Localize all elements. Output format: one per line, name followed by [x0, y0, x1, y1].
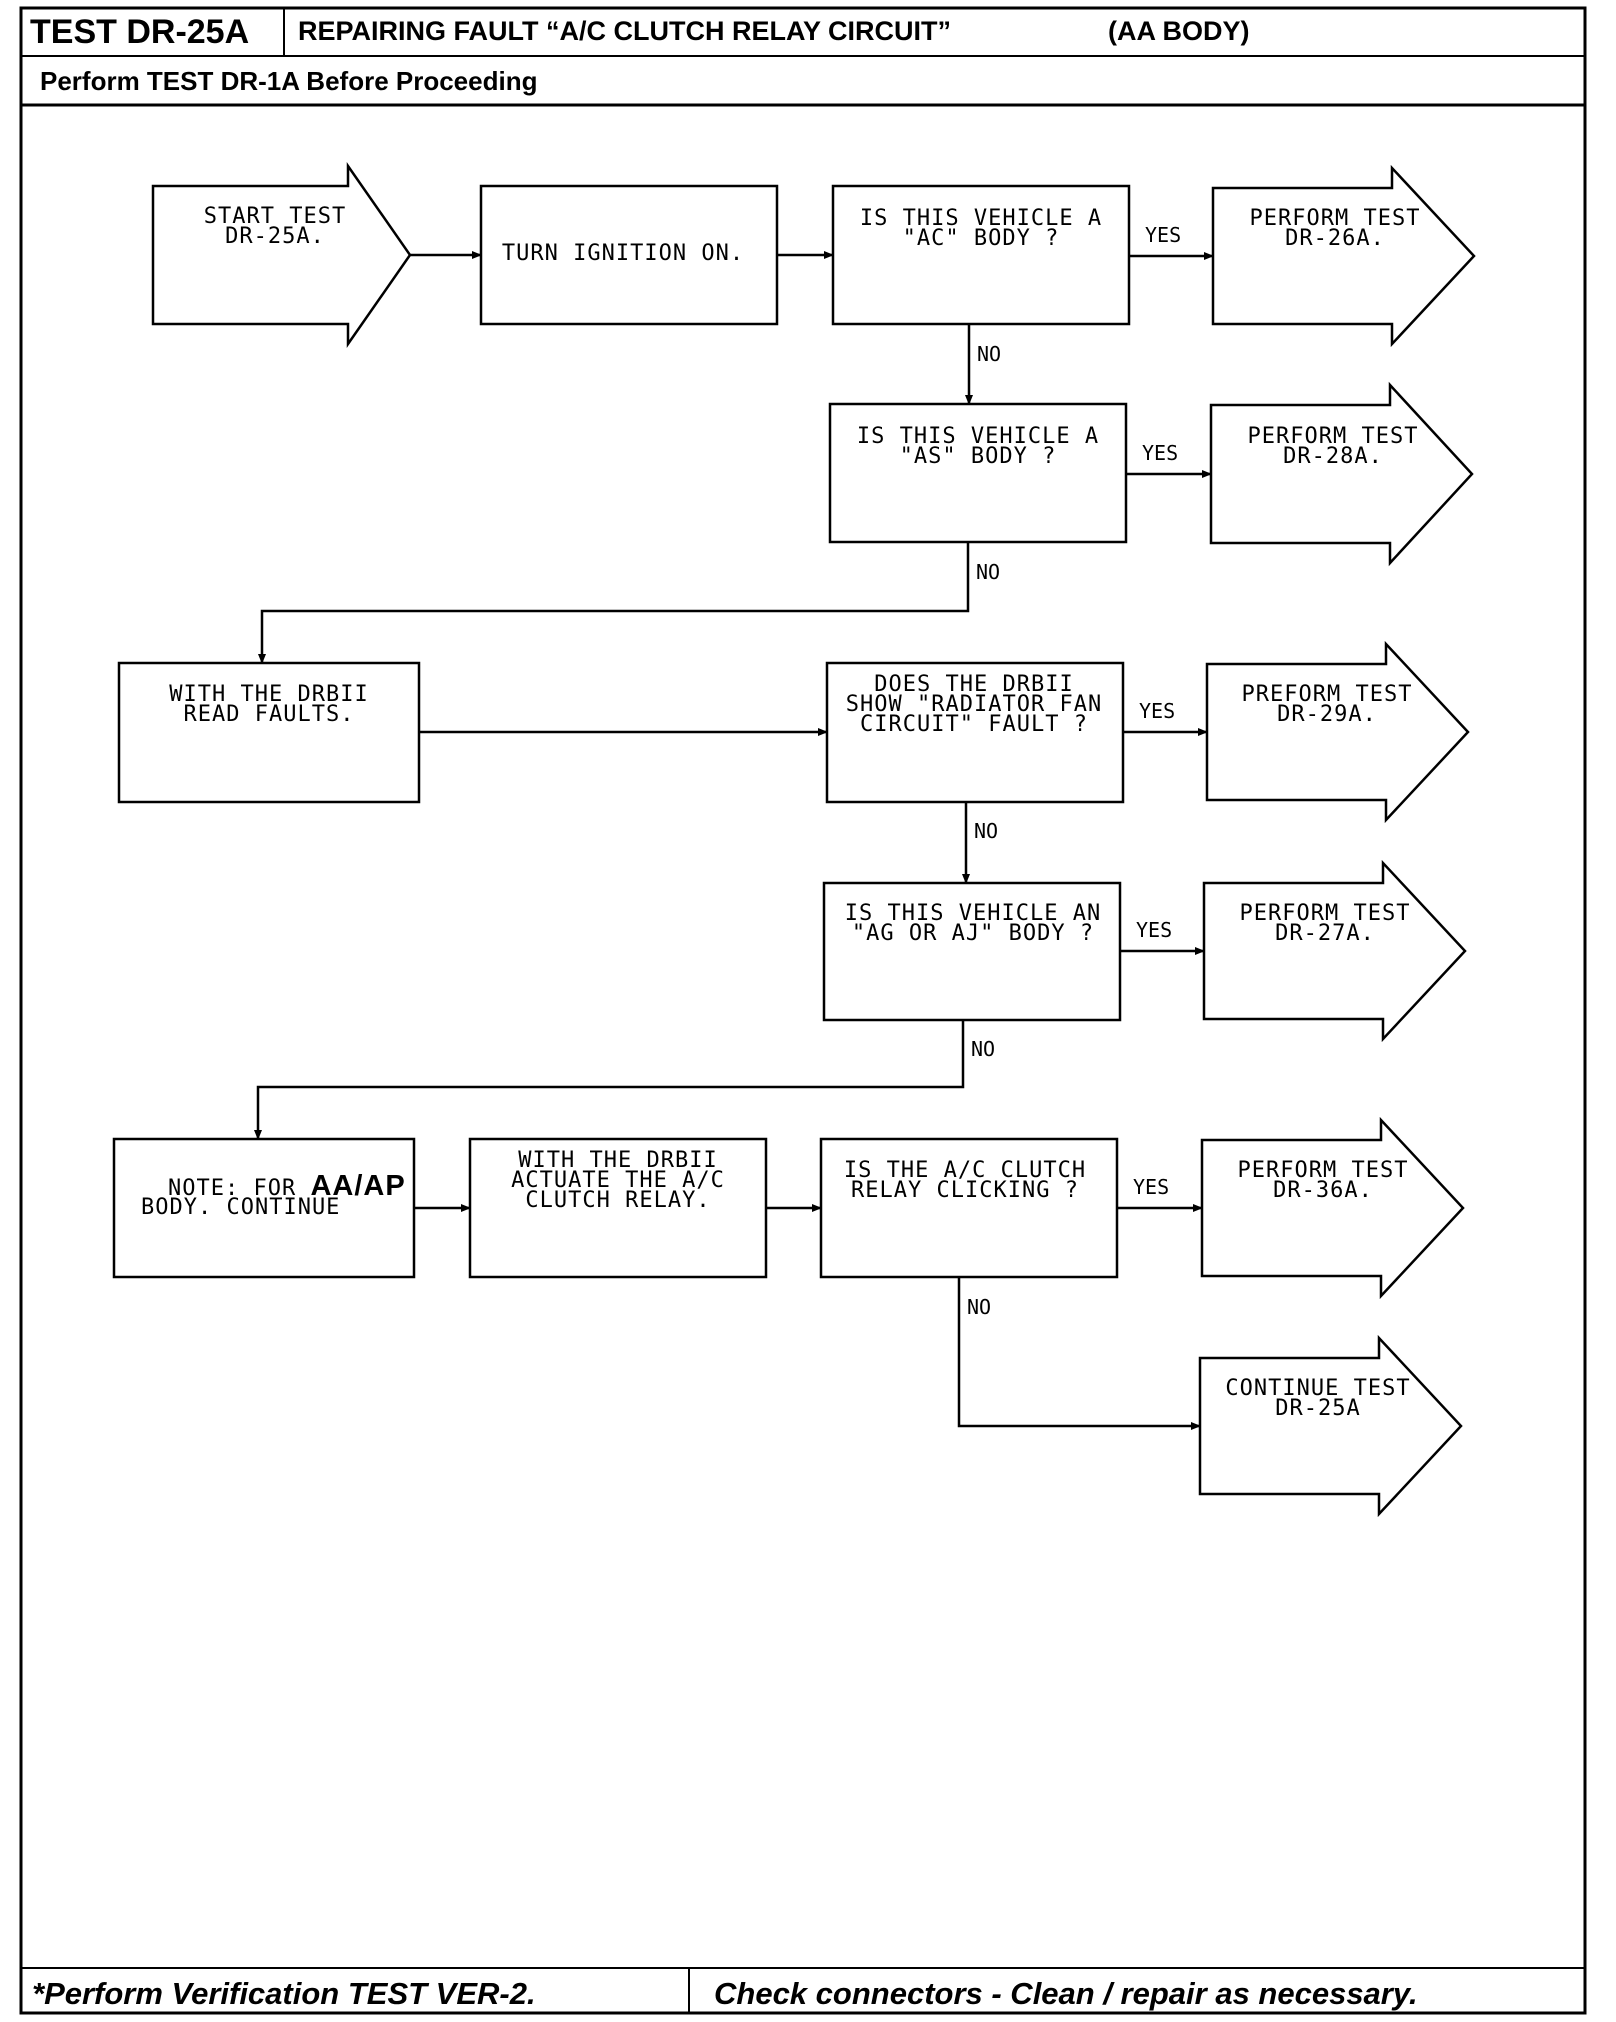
- text-line: WITH THE DRBII: [169, 682, 368, 707]
- perform-dr28a-arrow: [1209, 381, 1474, 567]
- note-text: NOTE: FOR AA/AP: [168, 1170, 406, 1202]
- text-line: DOES THE DRBII: [874, 672, 1073, 697]
- text-line: DR-29A.: [1277, 702, 1377, 727]
- text-line: DR-36A.: [1273, 1178, 1373, 1203]
- text-line: DR-25A: [1275, 1396, 1360, 1421]
- yes-label: YES: [1139, 699, 1175, 723]
- page-frame: [19, 6, 1587, 2015]
- text-line: DR-26A.: [1285, 226, 1385, 251]
- no-label: NO: [976, 560, 1000, 584]
- start-arrow-node: [151, 162, 412, 348]
- verification-note: *Perform Verification TEST VER-2.: [32, 1976, 536, 2011]
- yes-label: YES: [1142, 441, 1178, 465]
- text-line: PREFORM TEST: [1242, 682, 1413, 707]
- turn-ignition-text: TURN IGNITION ON.: [502, 241, 744, 266]
- text-line: IS THE A/C CLUTCH: [844, 1158, 1086, 1183]
- text-line: CLUTCH RELAY.: [525, 1188, 710, 1213]
- text-line: IS THIS VEHICLE A: [857, 424, 1099, 449]
- yes-label: YES: [1136, 918, 1172, 942]
- text-line: PERFORM TEST: [1248, 424, 1419, 449]
- no-label: NO: [974, 819, 998, 843]
- no-label: NO: [971, 1037, 995, 1061]
- page-title: REPAIRING FAULT “A/C CLUTCH RELAY CIRCUI…: [298, 16, 951, 46]
- text-line: SHOW "RADIATOR FAN: [846, 692, 1102, 717]
- note-emphasis: AA/AP: [310, 1170, 405, 1202]
- text-line: PERFORM TEST: [1250, 206, 1421, 231]
- note-prefix: NOTE: FOR: [168, 1176, 310, 1201]
- as-body-question: IS THIS VEHICLE A"AS" BODY ?: [857, 424, 1099, 469]
- perform-dr29a-arrow: [1205, 640, 1470, 824]
- text-line: CONTINUE TEST: [1225, 1376, 1410, 1401]
- connector-note: Check connectors - Clean / repair as nec…: [714, 1976, 1418, 2011]
- text-line: PERFORM TEST: [1240, 901, 1411, 926]
- text-line: PERFORM TEST: [1238, 1158, 1409, 1183]
- body-type: (AA BODY): [1108, 16, 1250, 46]
- text-line: RELAY CLICKING ?: [851, 1178, 1079, 1203]
- text-line: WITH THE DRBII: [518, 1148, 717, 1173]
- text-line: START TEST: [204, 204, 346, 229]
- continue-dr25a-arrow: [1198, 1334, 1463, 1518]
- text-line: TURN IGNITION ON.: [502, 241, 744, 266]
- perform-dr36a-arrow: [1200, 1116, 1465, 1300]
- text-line: DR-25A.: [225, 224, 325, 249]
- test-id: TEST DR-25A: [30, 13, 249, 51]
- text-line: DR-28A.: [1283, 444, 1383, 469]
- text-line: CIRCUIT" FAULT ?: [860, 712, 1088, 737]
- no-label: NO: [967, 1295, 991, 1319]
- perform-dr26a-arrow: [1211, 164, 1476, 348]
- ag-aj-body-question: IS THIS VEHICLE AN"AG OR AJ" BODY ?: [845, 901, 1101, 946]
- text-line: READ FAULTS.: [184, 702, 355, 727]
- text-line: "AC" BODY ?: [903, 226, 1060, 251]
- connector-lines: [254, 251, 1214, 1430]
- yes-label: YES: [1133, 1175, 1169, 1199]
- text-line: "AG OR AJ" BODY ?: [852, 921, 1094, 946]
- yes-label: YES: [1145, 223, 1181, 247]
- note-text-line2: BODY. CONTINUE: [141, 1195, 340, 1220]
- page-subtitle: Perform TEST DR-1A Before Proceeding: [40, 66, 537, 96]
- perform-dr27a-arrow: [1202, 859, 1467, 1043]
- text-line: "AS" BODY ?: [900, 444, 1057, 469]
- text-line: IS THIS VEHICLE AN: [845, 901, 1101, 926]
- no-label: NO: [977, 342, 1001, 366]
- text-line: ACTUATE THE A/C: [511, 1168, 725, 1193]
- text-line: IS THIS VEHICLE A: [860, 206, 1102, 231]
- text-line: DR-27A.: [1275, 921, 1375, 946]
- ac-body-question: IS THIS VEHICLE A"AC" BODY ?: [860, 206, 1102, 251]
